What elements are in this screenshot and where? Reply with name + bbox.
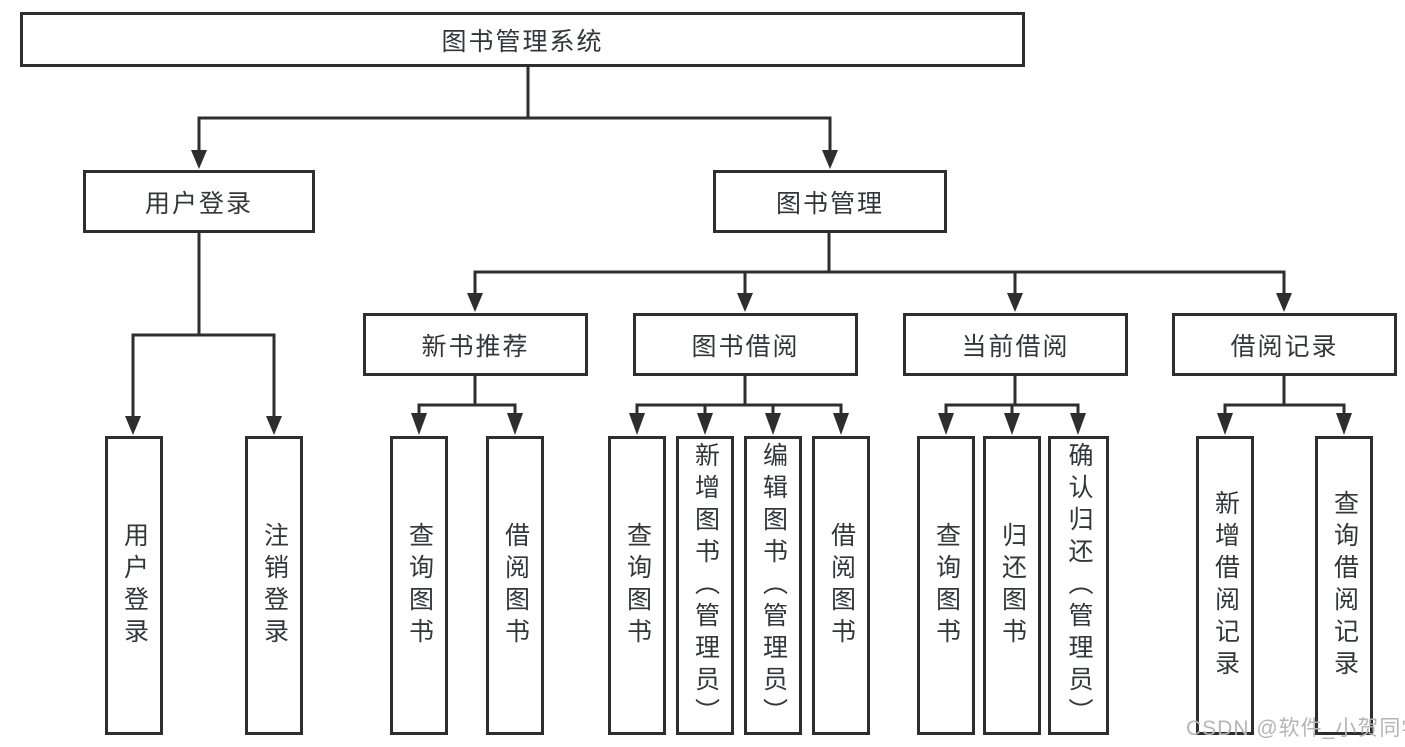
node-leaf-user-login: 用户登录 bbox=[105, 436, 163, 735]
connector-borrow-record-children bbox=[1217, 376, 1352, 435]
node-current-borrow-label: 当前借阅 bbox=[961, 332, 1070, 361]
node-user-login-label: 用户登录 bbox=[144, 189, 253, 218]
node-leaf-confirm-return: 确认归还（管理员） bbox=[1048, 436, 1109, 735]
node-current-borrow: 当前借阅 bbox=[903, 313, 1128, 376]
node-leaf-return-book: 归还图书 bbox=[983, 436, 1041, 735]
node-leaf-logout: 注销登录 bbox=[245, 436, 303, 735]
node-leaf-query-book-2: 查询图书 bbox=[608, 436, 666, 735]
node-leaf-query-book-1: 查询图书 bbox=[390, 436, 448, 735]
node-leaf-query-borrow-record: 查询借阅记录 bbox=[1315, 436, 1373, 735]
node-leaf-query-book-2-label: 查询图书 bbox=[623, 521, 652, 650]
node-leaf-add-book-label: 新增图书（管理员） bbox=[691, 441, 720, 730]
node-book-borrow-label: 图书借阅 bbox=[691, 332, 800, 361]
node-leaf-add-borrow-record-label: 新增借阅记录 bbox=[1211, 489, 1240, 682]
node-leaf-return-book-label: 归还图书 bbox=[998, 521, 1027, 650]
node-root: 图书管理系统 bbox=[20, 12, 1025, 67]
watermark: CSDN @软件_小贺同学 bbox=[1186, 717, 1405, 740]
node-leaf-query-borrow-record-label: 查询借阅记录 bbox=[1330, 489, 1359, 682]
node-borrow-record: 借阅记录 bbox=[1172, 313, 1397, 376]
connector-user-login-children bbox=[125, 233, 282, 435]
node-new-book-rec-label: 新书推荐 bbox=[421, 332, 530, 361]
connector-root-to-level2 bbox=[191, 67, 838, 169]
connector-current-borrow-children bbox=[938, 376, 1086, 435]
node-leaf-borrow-book-1: 借阅图书 bbox=[486, 436, 544, 735]
node-leaf-add-borrow-record: 新增借阅记录 bbox=[1196, 436, 1254, 735]
node-leaf-add-book: 新增图书（管理员） bbox=[676, 436, 734, 735]
node-book-borrow: 图书借阅 bbox=[633, 313, 858, 376]
node-leaf-logout-label: 注销登录 bbox=[260, 521, 289, 650]
node-new-book-rec: 新书推荐 bbox=[363, 313, 588, 376]
node-leaf-edit-book: 编辑图书（管理员） bbox=[744, 436, 802, 735]
node-root-label: 图书管理系统 bbox=[441, 27, 604, 56]
connector-book-borrow-children bbox=[629, 376, 849, 435]
connector-book-mgmt-children bbox=[467, 232, 1292, 312]
node-leaf-borrow-book-1-label: 借阅图书 bbox=[501, 521, 530, 650]
node-borrow-record-label: 借阅记录 bbox=[1230, 332, 1339, 361]
node-leaf-borrow-book-2-label: 借阅图书 bbox=[827, 521, 856, 650]
node-leaf-query-book-1-label: 查询图书 bbox=[405, 521, 434, 650]
node-leaf-confirm-return-label: 确认归还（管理员） bbox=[1065, 441, 1093, 730]
node-user-login: 用户登录 bbox=[83, 170, 315, 233]
node-book-mgmt-label: 图书管理 bbox=[775, 189, 884, 218]
node-leaf-edit-book-label: 编辑图书（管理员） bbox=[759, 441, 788, 730]
node-book-mgmt: 图书管理 bbox=[713, 170, 947, 233]
node-leaf-query-book-3: 查询图书 bbox=[917, 436, 975, 735]
connector-new-book-rec-children bbox=[411, 376, 523, 435]
node-leaf-user-login-label: 用户登录 bbox=[120, 521, 149, 650]
node-leaf-borrow-book-2: 借阅图书 bbox=[812, 436, 870, 735]
node-leaf-query-book-3-label: 查询图书 bbox=[932, 521, 961, 650]
